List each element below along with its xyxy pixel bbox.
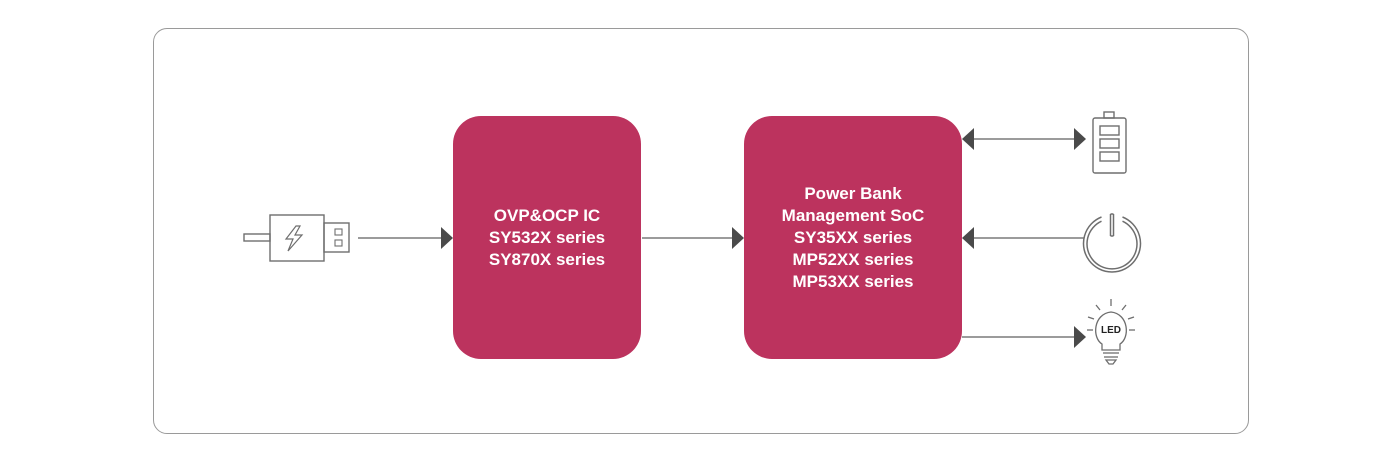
soc-block-line-5: MP53XX series (792, 271, 914, 291)
led-bulb-icon (1087, 299, 1135, 365)
soc-block-line-2: Management SoC (781, 205, 925, 225)
connector-soc-to-led (962, 326, 1086, 348)
battery-icon (1092, 111, 1127, 174)
led-label: LED (1101, 325, 1121, 336)
soc-block-line-1: Power Bank (804, 183, 902, 203)
connector-power-to-soc (962, 227, 1084, 249)
diagram-frame (153, 28, 1249, 434)
soc-block-line-4: MP52XX series (792, 249, 914, 269)
ovp-ocp-ic-block: OVP&OCP IC SY532X series SY870X series (453, 116, 641, 359)
connector-usb-to-ovp (358, 227, 453, 249)
soc-block-line-3: SY35XX series (793, 227, 913, 247)
ovp-block-line-2: SY532X series (488, 227, 606, 247)
power-button-icon (1082, 213, 1142, 273)
usb-plug-icon (243, 214, 350, 262)
connector-soc-battery (962, 128, 1086, 150)
connector-ovp-to-soc (642, 227, 744, 249)
ovp-block-line-3: SY870X series (488, 249, 606, 269)
ovp-block-line-1: OVP&OCP IC (493, 205, 601, 225)
power-bank-soc-block: Power Bank Management SoC SY35XX series … (744, 116, 962, 359)
